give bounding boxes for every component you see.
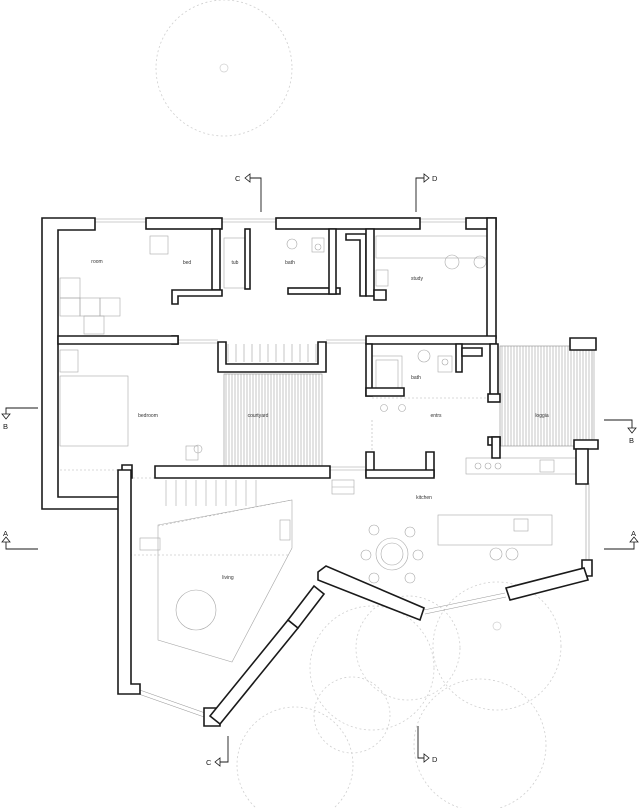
svg-text:C: C xyxy=(206,758,212,767)
room-label-study: study xyxy=(411,276,423,282)
svg-text:A: A xyxy=(3,529,8,538)
trees xyxy=(155,0,562,808)
room-label-room: room xyxy=(91,259,102,265)
walls xyxy=(41,217,599,727)
section-marker-d-bottom: D xyxy=(417,726,438,764)
room-label-courtyard: courtyard xyxy=(248,413,269,419)
furniture xyxy=(59,235,577,663)
section-marker-c-top: C xyxy=(235,173,262,212)
section-marker-a-left: A xyxy=(1,529,38,550)
section-marker-b-right: B xyxy=(604,419,637,445)
room-label-tub: tub xyxy=(232,260,239,266)
svg-text:C: C xyxy=(235,174,241,183)
section-marker-d-top: D xyxy=(415,173,438,212)
room-label-bath-lower: bath xyxy=(411,375,421,381)
courtyard-deck xyxy=(223,373,323,467)
living-stairs xyxy=(165,480,257,506)
svg-text:D: D xyxy=(432,755,438,764)
room-labels: room bed tub bath study bedroom courtyar… xyxy=(91,259,549,581)
svg-text:B: B xyxy=(629,436,634,445)
section-marker-a-right: A xyxy=(604,529,639,550)
section-marker-b-left: B xyxy=(1,407,38,431)
room-label-bed: bed xyxy=(183,260,192,266)
room-label-bedroom: bedroom xyxy=(138,413,158,419)
svg-text:B: B xyxy=(3,422,8,431)
upper-steps xyxy=(227,344,317,362)
section-marker-c-bottom: C xyxy=(206,736,229,767)
room-label-loggia: loggia xyxy=(535,413,549,419)
svg-text:D: D xyxy=(432,174,438,183)
svg-text:A: A xyxy=(631,529,636,538)
loggia-deck xyxy=(499,345,593,447)
room-label-kitchen: kitchen xyxy=(416,495,432,501)
room-label-entrs: entrs xyxy=(430,413,442,419)
section-markers: C D B B A A xyxy=(1,173,639,767)
room-label-bath-upper: bath xyxy=(285,260,295,266)
room-label-living: living xyxy=(222,575,234,581)
